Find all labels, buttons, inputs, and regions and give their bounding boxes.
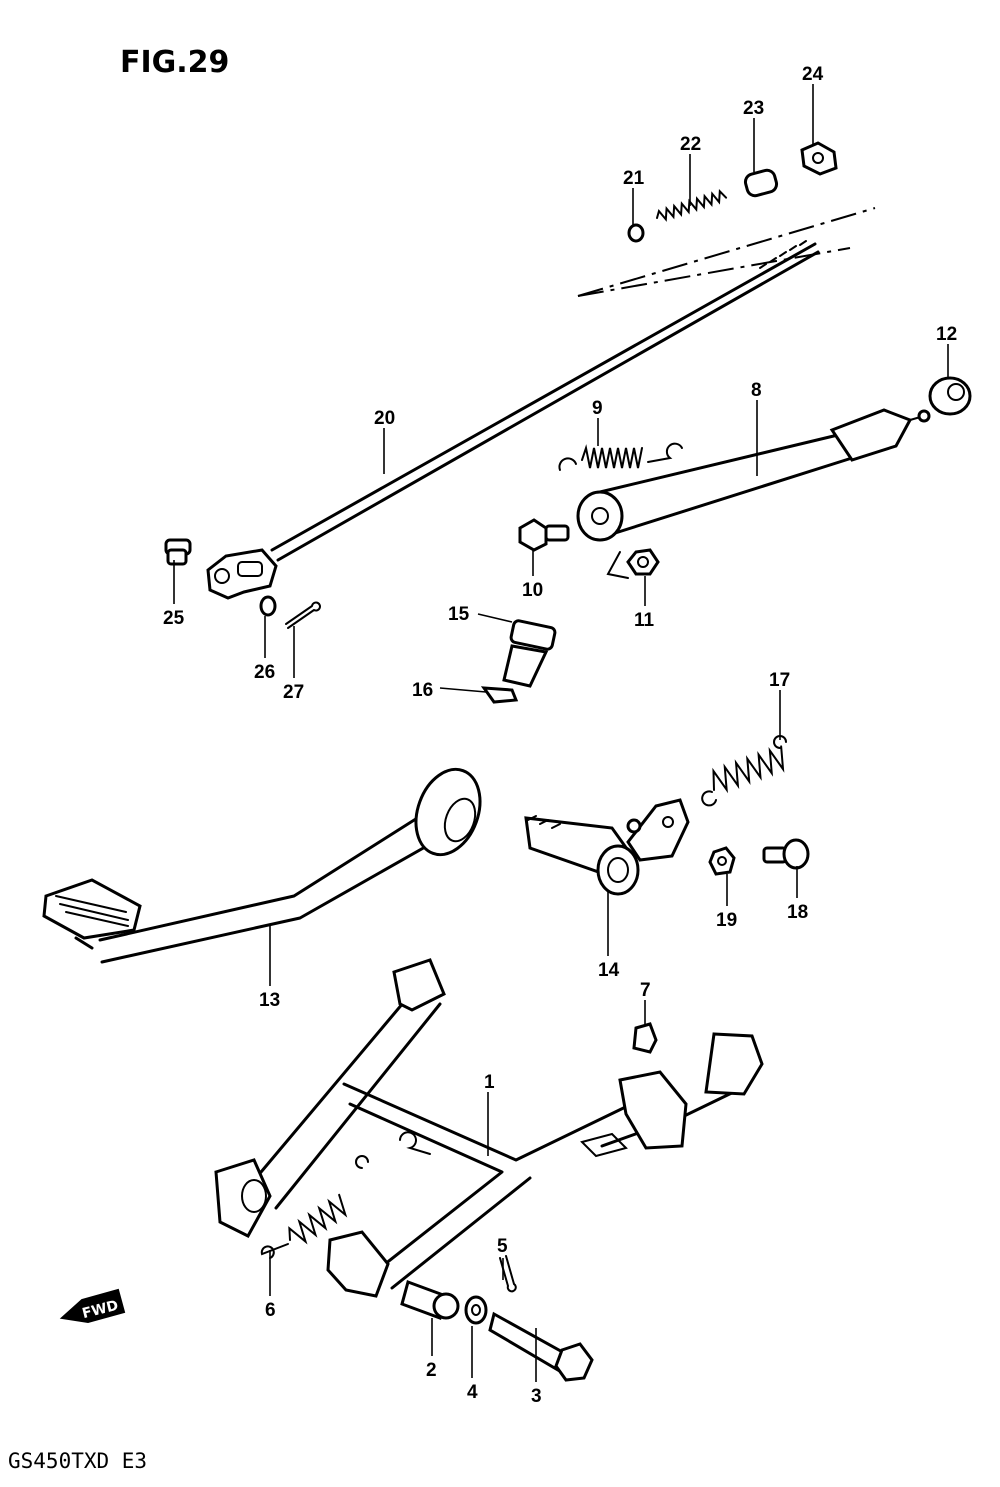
part-9-spring xyxy=(558,442,683,471)
part-24-nut xyxy=(800,141,838,176)
callout-26: 26 xyxy=(254,662,275,683)
part-20-brake-rod xyxy=(206,240,820,600)
callout-24: 24 xyxy=(802,64,824,85)
callout-18: 18 xyxy=(787,902,808,923)
part-17-spring xyxy=(701,735,787,807)
callouts: 1 2 3 4 5 6 7 8 9 10 11 12 13 14 15 16 1… xyxy=(163,64,957,1407)
callout-4: 4 xyxy=(467,1382,478,1403)
callout-17: 17 xyxy=(769,670,790,691)
callout-6: 6 xyxy=(265,1300,276,1321)
callout-13: 13 xyxy=(259,990,280,1011)
callout-22: 22 xyxy=(680,134,701,155)
part-19-nut xyxy=(708,846,736,876)
part-15-bolt xyxy=(502,619,557,688)
part-8-brake-lever xyxy=(576,408,931,542)
callout-8: 8 xyxy=(751,380,762,401)
callout-3: 3 xyxy=(531,1386,542,1407)
callout-14: 14 xyxy=(598,960,620,981)
leader-lines xyxy=(173,84,949,1382)
part-5-cotter-pin xyxy=(499,1255,517,1293)
part-13-brake-pedal xyxy=(42,767,482,964)
part-2-spacer xyxy=(400,1280,460,1320)
dashed-assembly-line xyxy=(577,207,876,297)
callout-21: 21 xyxy=(623,168,645,189)
callout-15: 15 xyxy=(448,604,470,625)
callout-16: 16 xyxy=(412,680,433,701)
callout-23: 23 xyxy=(743,98,764,119)
callout-7: 7 xyxy=(640,980,651,1001)
callout-5: 5 xyxy=(497,1236,508,1257)
callout-1: 1 xyxy=(484,1072,495,1093)
part-21-washer xyxy=(627,223,645,243)
model-code: GS450TXD E3 xyxy=(8,1449,147,1473)
part-3-pivot-bolt xyxy=(488,1311,594,1382)
part-26-washer xyxy=(259,595,277,617)
callout-25: 25 xyxy=(163,608,185,629)
part-22-spring xyxy=(656,188,728,222)
part-12-bushing xyxy=(928,376,972,416)
figure-title: FIG.29 xyxy=(120,45,229,80)
part-6-spring xyxy=(260,1155,369,1259)
part-1-main-stand xyxy=(214,958,764,1298)
part-25-pin xyxy=(164,538,192,566)
callout-11: 11 xyxy=(634,610,655,631)
callout-20: 20 xyxy=(374,408,395,429)
part-10-bolt xyxy=(518,518,570,552)
part-18-bolt xyxy=(762,838,810,870)
part-16-clip xyxy=(480,686,519,704)
fwd-direction-arrow: FWD xyxy=(59,1288,126,1324)
part-27-cotter-pin xyxy=(285,601,321,629)
part-14-pedal-shaft xyxy=(524,798,690,896)
part-11-nut xyxy=(606,548,660,579)
part-7-stopper xyxy=(632,1022,658,1054)
callout-9: 9 xyxy=(592,398,603,419)
part-4-washer xyxy=(464,1295,488,1325)
callout-19: 19 xyxy=(716,910,737,931)
callout-10: 10 xyxy=(522,580,543,601)
callout-27: 27 xyxy=(283,682,304,703)
part-23-pin xyxy=(743,168,779,198)
callout-2: 2 xyxy=(426,1360,437,1381)
callout-12: 12 xyxy=(936,324,957,345)
